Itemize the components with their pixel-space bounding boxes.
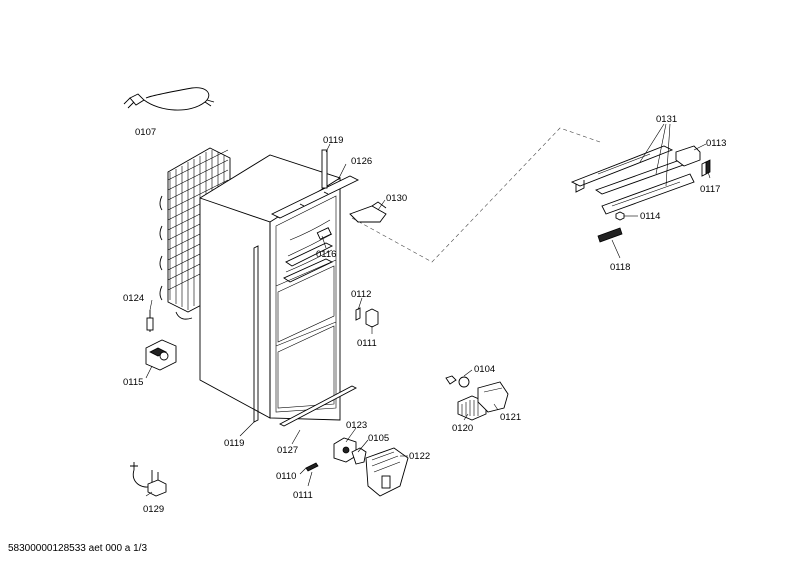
label-0114: 0114 [640,211,660,222]
power-cord-part[interactable] [123,87,215,111]
label-plate-part[interactable] [597,227,623,243]
label-0119-bottom: 0119 [224,438,244,449]
wiring-harness-part[interactable] [130,462,167,497]
label-0104: 0104 [474,364,495,375]
lamp-part[interactable] [351,447,367,465]
label-0115: 0115 [123,377,143,388]
lamp-holder-part[interactable] [333,437,357,463]
pin-part[interactable] [305,462,319,472]
sensor-clip-part[interactable] [316,227,332,240]
thermostat-housing-part[interactable] [365,447,409,497]
label-0127: 0127 [277,445,298,456]
leader-lines [145,123,711,497]
indicator-part[interactable] [701,159,711,177]
label-0117: 0117 [700,184,720,195]
label-0119-top: 0119 [323,135,343,146]
label-0130: 0130 [386,193,407,204]
control-panel-part[interactable] [570,145,674,193]
label-0116: 0116 [316,249,336,260]
label-0120: 0120 [452,423,473,434]
label-0111-upper: 0111 [357,338,377,349]
connector-line [351,127,601,263]
thermostat-bracket-part[interactable] [349,201,387,223]
label-0123: 0123 [346,420,367,431]
document-id: 58300000128533 aet 000 a 1/3 [8,543,148,554]
label-0118: 0118 [610,262,630,273]
label-0121: 0121 [500,412,521,423]
bulb-part[interactable] [445,375,470,388]
label-0105: 0105 [368,433,389,444]
label-0113: 0113 [706,138,726,149]
relay-part[interactable] [145,339,177,371]
small-clip-part[interactable] [615,211,625,221]
label-0111-lower: 0111 [293,490,313,501]
label-0107: 0107 [135,127,156,138]
hinge-cover-part[interactable] [365,308,379,328]
label-0126: 0126 [351,156,372,167]
gasket-strip-part[interactable] [279,385,357,427]
label-0112: 0112 [351,289,371,300]
lamp-cover-part[interactable] [477,381,509,413]
sensor-probe-part[interactable] [146,310,154,332]
label-0131: 0131 [656,114,677,125]
thermostat-knob-part[interactable] [675,145,701,167]
label-0122: 0122 [409,451,430,462]
label-0124: 0124 [123,293,144,304]
label-0129: 0129 [143,504,164,515]
label-0110: 0110 [276,471,296,482]
top-rail-part[interactable] [270,149,360,219]
